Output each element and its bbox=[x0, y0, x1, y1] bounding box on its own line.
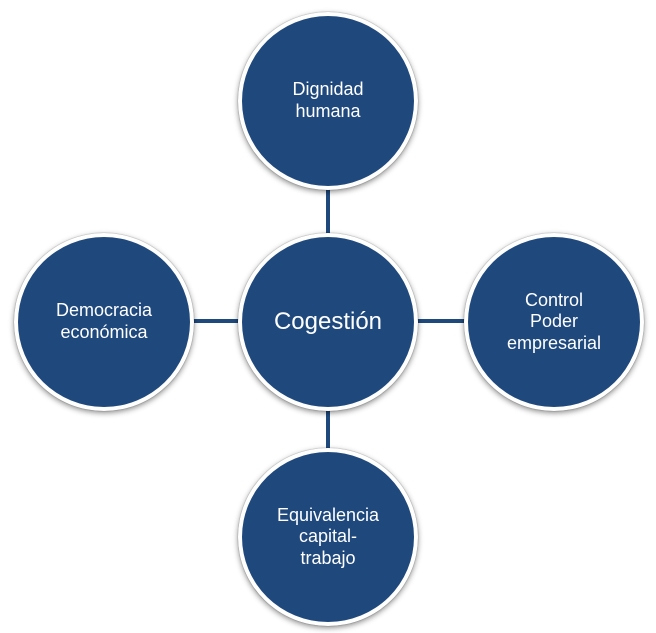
node-democracia-economica: Democracia económica bbox=[14, 233, 194, 411]
node-cogestion: Cogestión bbox=[238, 233, 418, 411]
node-label: Equivalencia capital- trabajo bbox=[276, 504, 380, 568]
node-label: Dignidad humana bbox=[292, 79, 364, 121]
node-control-poder-empresarial: Control Poder empresarial bbox=[464, 233, 644, 411]
node-equivalencia-capital-trabajo: Equivalencia capital- trabajo bbox=[238, 448, 418, 626]
node-label: Democracia económica bbox=[55, 300, 153, 342]
node-label: Control Poder empresarial bbox=[506, 289, 602, 353]
node-dignidad-humana: Dignidad humana bbox=[238, 12, 418, 190]
center-label: Cogestión bbox=[273, 307, 383, 335]
